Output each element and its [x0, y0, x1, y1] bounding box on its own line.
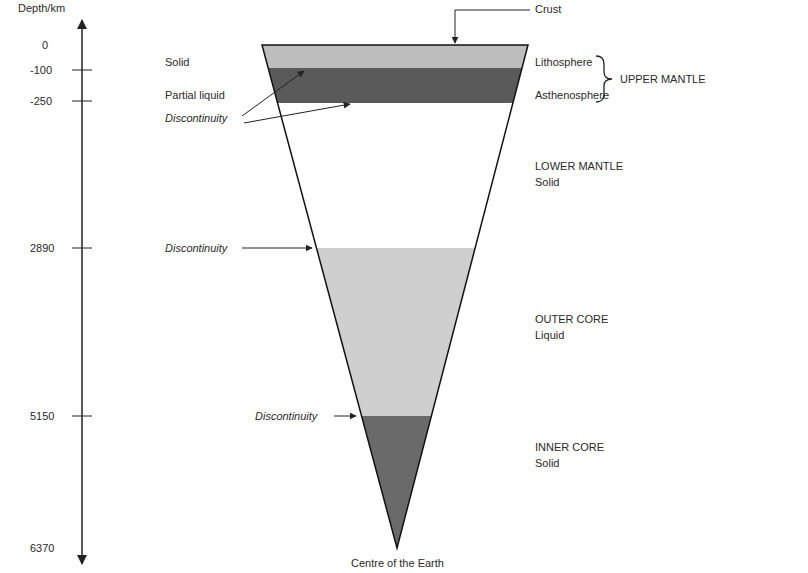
layer-name: INNER CORE — [535, 441, 604, 454]
state-label: Liquid — [535, 329, 564, 342]
layer-name: UPPER MANTLE — [620, 73, 706, 86]
depth-value: -100 — [30, 64, 52, 77]
state-label: Solid — [535, 457, 559, 470]
state-label: Solid — [165, 56, 189, 69]
inner-core-band — [362, 416, 432, 548]
lithosphere-band — [262, 45, 528, 68]
layer-name: Lithosphere — [535, 56, 593, 69]
earth-section-outline — [262, 45, 528, 548]
discontinuity-label: Discontinuity — [165, 242, 227, 255]
axis-title: Depth/km — [18, 2, 65, 15]
state-label: Solid — [535, 176, 559, 189]
discontinuity-arrows — [242, 71, 356, 416]
asthenosphere-band — [268, 68, 522, 103]
centre-label: Centre of the Earth — [351, 557, 444, 570]
depth-axis — [81, 20, 83, 564]
depth-value: 5150 — [30, 410, 54, 423]
layer-name: OUTER CORE — [535, 313, 608, 326]
depth-value: 0 — [42, 39, 48, 52]
depth-value: -250 — [30, 95, 52, 108]
discontinuity-label: Discontinuity — [165, 112, 227, 125]
crust-leader — [455, 10, 530, 43]
discontinuity-label: Discontinuity — [255, 410, 317, 423]
depth-value: 2890 — [30, 242, 54, 255]
axis-ticks — [72, 70, 92, 416]
state-label: Partial liquid — [165, 89, 225, 102]
depth-value: 6370 — [30, 542, 54, 555]
outer-core-band — [317, 248, 476, 416]
layer-name: Crust — [535, 3, 561, 16]
layer-name: Asthenosphere — [535, 89, 609, 102]
layer-name: LOWER MANTLE — [535, 160, 623, 173]
